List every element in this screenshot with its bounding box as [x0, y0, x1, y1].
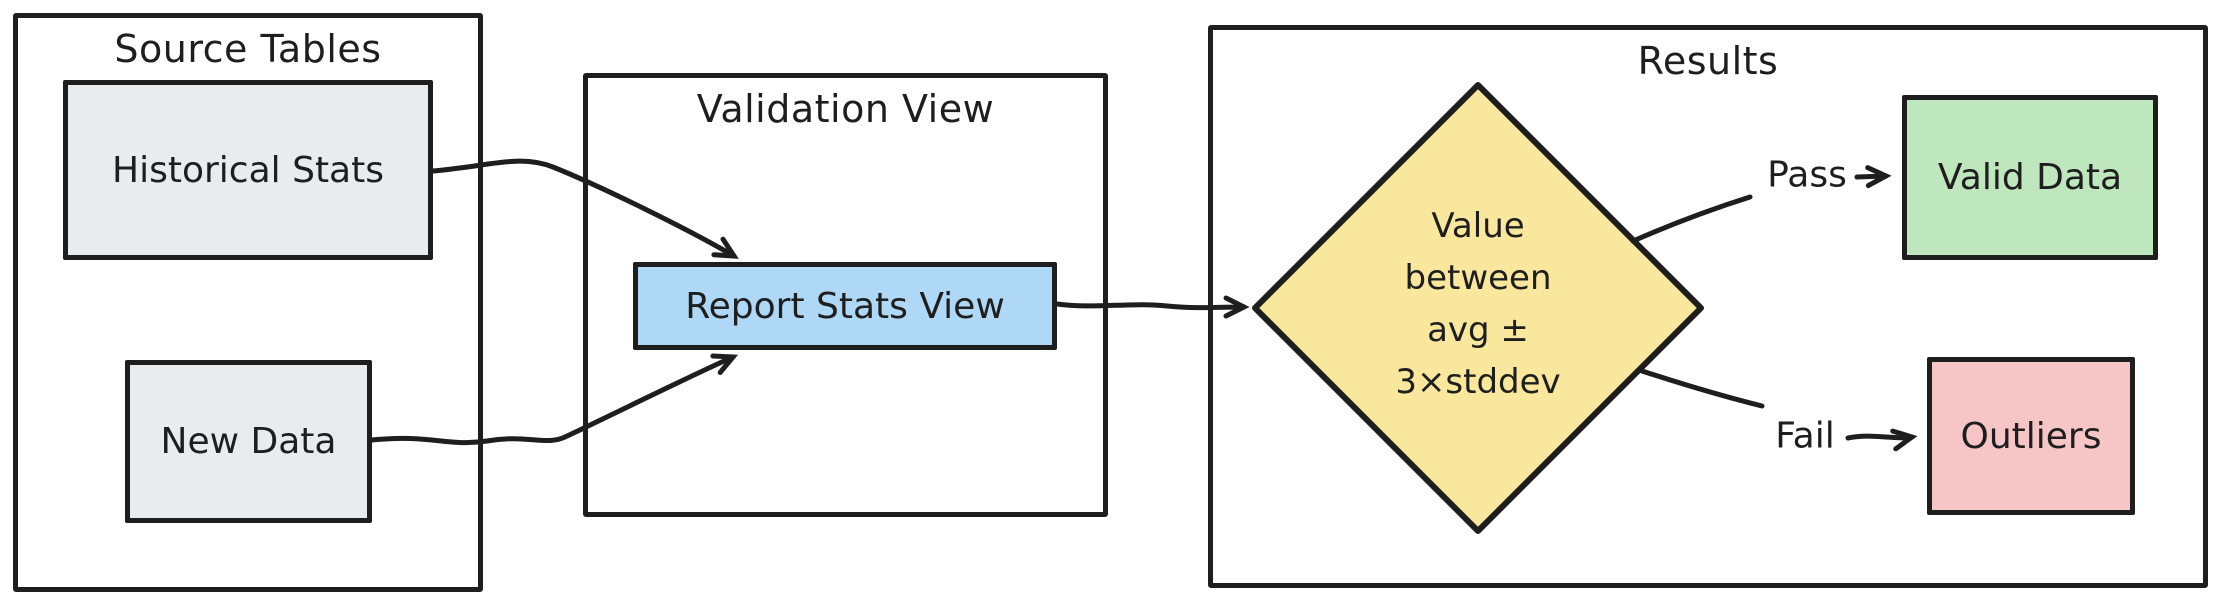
report-stats-view-label: Report Stats View	[685, 285, 1005, 327]
decision-diamond-label: Value between avg ± 3×stddev	[1318, 200, 1638, 408]
decision-line-4: 3×stddev	[1395, 362, 1561, 402]
validation-view-container: Validation View	[583, 73, 1108, 517]
new-data-label: New Data	[160, 421, 337, 462]
decision-line-2: between	[1404, 258, 1552, 298]
validation-view-title: Validation View	[696, 87, 995, 131]
outliers-label: Outliers	[1960, 415, 2102, 457]
pass-label: Pass	[1767, 154, 1847, 196]
results-title: Results	[1637, 39, 1779, 83]
report-stats-view-node: Report Stats View	[633, 262, 1057, 350]
historical-stats-node: Historical Stats	[63, 80, 433, 260]
source-tables-container: Source Tables	[13, 13, 483, 592]
source-tables-title: Source Tables	[114, 27, 382, 71]
decision-line-1: Value	[1431, 206, 1525, 246]
fail-label: Fail	[1775, 415, 1835, 457]
decision-line-3: avg ±	[1427, 310, 1529, 350]
outliers-node: Outliers	[1927, 357, 2135, 515]
historical-stats-label: Historical Stats	[112, 149, 384, 191]
valid-data-label: Valid Data	[1937, 157, 2123, 198]
new-data-node: New Data	[125, 360, 372, 523]
valid-data-node: Valid Data	[1902, 95, 2158, 260]
